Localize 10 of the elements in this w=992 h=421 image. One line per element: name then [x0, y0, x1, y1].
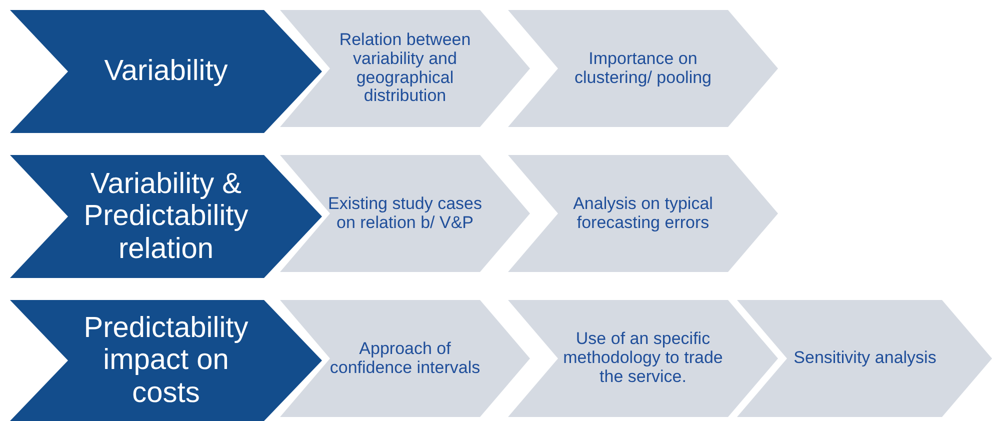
step-text: Relation between variability and geographical distribution [338, 31, 472, 106]
step-text: Sensitivity analysis [794, 349, 936, 368]
step-text: Approach of confidence intervals [328, 340, 482, 378]
step-text: Existing study cases on relation b/ V&P [326, 194, 483, 232]
stage-heading: Predictability impact on costs [82, 312, 250, 410]
stage-heading: Variability & Predictability relation [82, 168, 250, 266]
step-text: Analysis on typical forecasting errors [572, 194, 714, 232]
step-text: Use of an specific methodology to trade the service. [563, 330, 723, 387]
stage-heading: Variability [104, 55, 228, 88]
step-text: Importance on clustering/ pooling [573, 50, 713, 88]
